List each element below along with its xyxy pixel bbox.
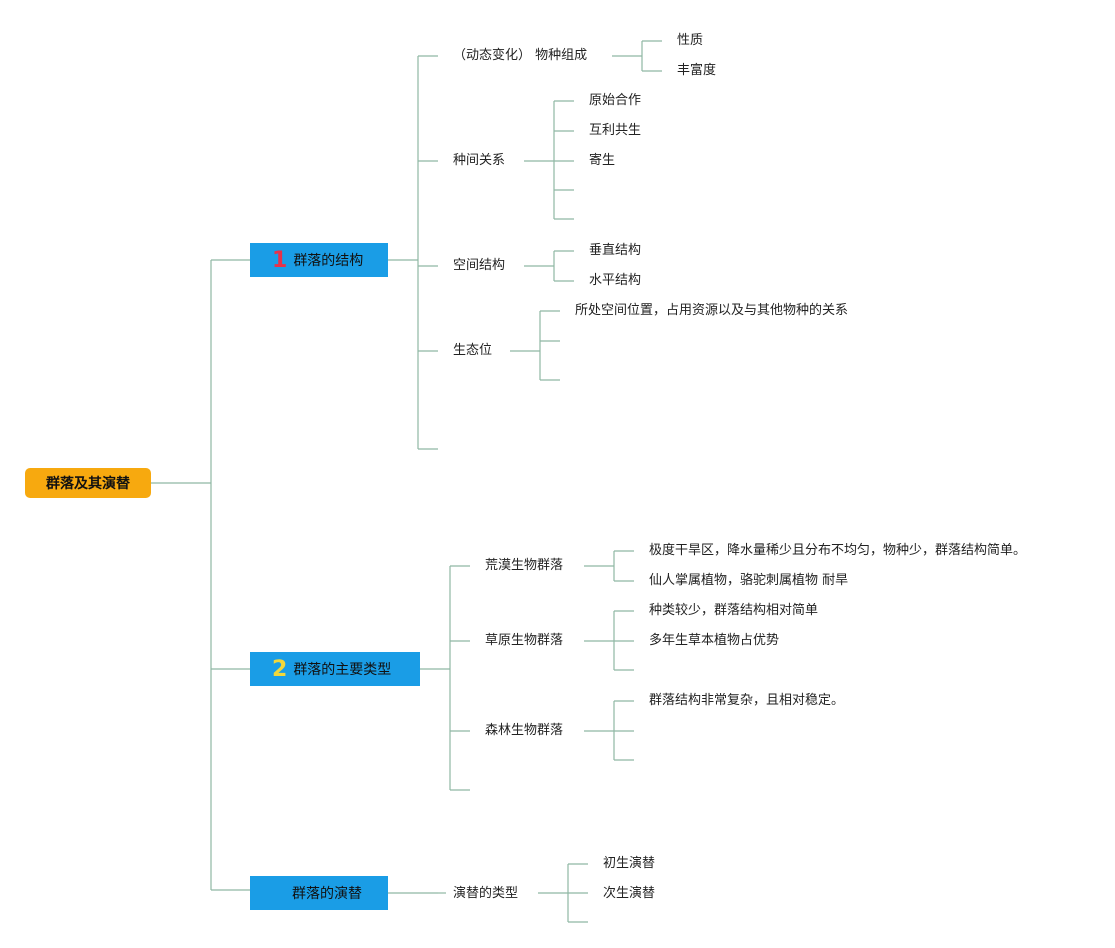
node-desert-desc1[interactable]: 极度干旱区，降水量稀少且分布不均匀，物种少，群落结构简单。 — [649, 543, 1027, 558]
node-grassland[interactable]: 草原生物群落 — [485, 633, 564, 648]
section-types-title: 群落的主要类型 — [293, 662, 392, 678]
node-niche[interactable]: 生态位 — [453, 343, 493, 358]
node-forest-desc1[interactable]: 群落结构非常复杂，且相对稳定。 — [649, 693, 845, 708]
number-badge-1: 1 — [272, 247, 288, 273]
node-grassland-desc1[interactable]: 种类较少，群落结构相对简单 — [649, 603, 819, 618]
node-desert-desc2[interactable]: 仙人掌属植物，骆驼刺属植物 耐旱 — [649, 573, 849, 588]
node-desert[interactable]: 荒漠生物群落 — [485, 558, 564, 573]
node-grassland-desc2[interactable]: 多年生草本植物占优势 — [649, 633, 780, 648]
node-horizontal[interactable]: 水平结构 — [589, 273, 642, 288]
node-primary-succession[interactable]: 初生演替 — [603, 856, 656, 871]
section-succession-title: 群落的演替 — [292, 886, 362, 902]
section-types[interactable]: 2 群落的主要类型 — [250, 652, 420, 686]
node-spatial[interactable]: 空间结构 — [453, 258, 506, 273]
node-succession-types[interactable]: 演替的类型 — [453, 886, 519, 901]
number-badge-2: 2 — [272, 656, 288, 682]
node-nature[interactable]: 性质 — [677, 33, 704, 48]
node-vertical[interactable]: 垂直结构 — [589, 243, 642, 258]
section-succession[interactable]: 群落的演替 — [250, 876, 388, 910]
root-topic[interactable]: 群落及其演替 — [25, 468, 151, 498]
node-richness[interactable]: 丰富度 — [677, 63, 717, 78]
root-label: 群落及其演替 — [46, 476, 130, 492]
node-niche-desc[interactable]: 所处空间位置，占用资源以及与其他物种的关系 — [575, 303, 849, 318]
node-interspecies[interactable]: 种间关系 — [453, 153, 506, 168]
node-composition[interactable]: （动态变化） 物种组成 — [453, 48, 588, 63]
node-parasitism[interactable]: 寄生 — [589, 153, 616, 168]
node-secondary-succession[interactable]: 次生演替 — [603, 886, 656, 901]
node-forest[interactable]: 森林生物群落 — [485, 723, 564, 738]
section-structure[interactable]: 1 群落的结构 — [250, 243, 388, 277]
node-cooperation[interactable]: 原始合作 — [589, 93, 642, 108]
node-mutualism[interactable]: 互利共生 — [589, 123, 642, 138]
section-structure-title: 群落的结构 — [293, 253, 364, 269]
